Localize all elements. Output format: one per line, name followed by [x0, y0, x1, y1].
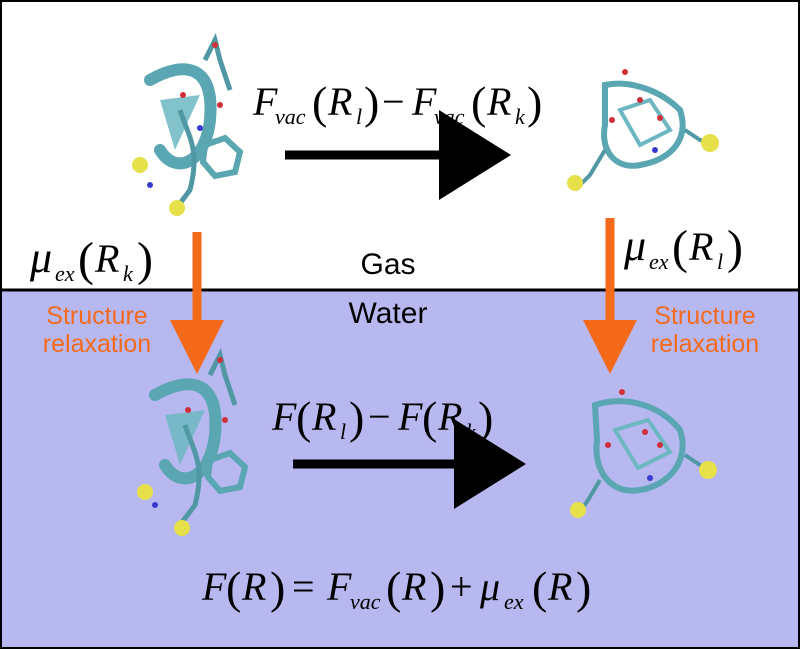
svg-text:): )	[478, 392, 493, 443]
folded-molecule-water-icon	[137, 347, 249, 536]
gas-label: Gas	[360, 248, 415, 281]
svg-text:R: R	[311, 394, 336, 439]
svg-text:R: R	[241, 564, 266, 609]
svg-text:(: (	[672, 221, 688, 274]
mu-left-equation: μ ex ( R k )	[29, 233, 153, 286]
svg-text:μ: μ	[479, 564, 500, 609]
svg-text:ex: ex	[504, 589, 524, 614]
svg-text:=: =	[292, 564, 315, 609]
svg-text:−: −	[368, 394, 391, 439]
svg-text:(: (	[422, 392, 437, 443]
svg-text:(: (	[386, 562, 401, 613]
svg-text:vac: vac	[350, 589, 381, 614]
svg-text:l: l	[356, 104, 362, 129]
svg-text:(: (	[471, 77, 486, 128]
relax-left-line2: relaxation	[43, 330, 151, 358]
svg-text:F: F	[252, 79, 278, 124]
svg-text:R: R	[547, 564, 572, 609]
mu-right-equation: μ ex ( R l )	[623, 221, 743, 274]
svg-text:R: R	[437, 394, 462, 439]
svg-text:): )	[349, 392, 364, 443]
svg-text:μ: μ	[29, 233, 52, 282]
svg-text:−: −	[382, 79, 405, 124]
svg-text:+: +	[450, 564, 473, 609]
svg-text:): )	[430, 562, 445, 613]
svg-text:): )	[137, 233, 153, 286]
svg-text:k: k	[466, 419, 477, 444]
svg-text:): )	[270, 562, 285, 613]
svg-text:F: F	[397, 394, 423, 439]
gas-region	[0, 0, 800, 290]
svg-text:): )	[576, 562, 591, 613]
svg-text:): )	[727, 221, 743, 274]
unfolded-molecule-gas-icon	[567, 69, 719, 192]
svg-text:R: R	[688, 224, 713, 269]
svg-text:F: F	[271, 394, 297, 439]
svg-text:R: R	[327, 79, 352, 124]
svg-text:ex: ex	[55, 261, 75, 286]
svg-text:ex: ex	[649, 249, 669, 274]
svg-text:): )	[527, 77, 542, 128]
svg-text:R: R	[486, 79, 511, 124]
relax-left-line1: Structure	[46, 302, 147, 330]
svg-text:k: k	[515, 104, 526, 129]
water-region	[0, 290, 800, 649]
svg-text:F: F	[326, 564, 352, 609]
svg-text:F: F	[201, 564, 227, 609]
svg-text:l: l	[717, 249, 723, 274]
folded-molecule-gas-icon	[132, 32, 244, 216]
svg-text:(: (	[296, 392, 311, 443]
solvated-free-energy-equation: F ( R l ) − F ( R k )	[271, 392, 493, 444]
svg-text:μ: μ	[623, 221, 646, 270]
total-free-energy-equation: F ( R ) = F vac ( R ) + μ ex ( R )	[201, 562, 591, 614]
water-label: Water	[349, 297, 428, 330]
svg-text:l: l	[340, 419, 346, 444]
svg-text:F: F	[411, 79, 437, 124]
svg-text:vac: vac	[275, 104, 306, 129]
svg-text:R: R	[94, 236, 119, 281]
svg-text:vac: vac	[434, 104, 465, 129]
relax-right-line2: relaxation	[651, 330, 759, 358]
svg-text:): )	[364, 77, 379, 128]
relax-right-line1: Structure	[654, 302, 755, 330]
gas-free-energy-equation: F vac ( R l ) − F vac ( R k )	[252, 77, 542, 129]
svg-text:(: (	[312, 77, 327, 128]
svg-text:(: (	[226, 562, 241, 613]
svg-text:R: R	[401, 564, 426, 609]
unfolded-molecule-water-icon	[570, 389, 717, 518]
svg-text:k: k	[123, 261, 134, 286]
svg-text:(: (	[78, 233, 94, 286]
svg-text:(: (	[532, 562, 547, 613]
